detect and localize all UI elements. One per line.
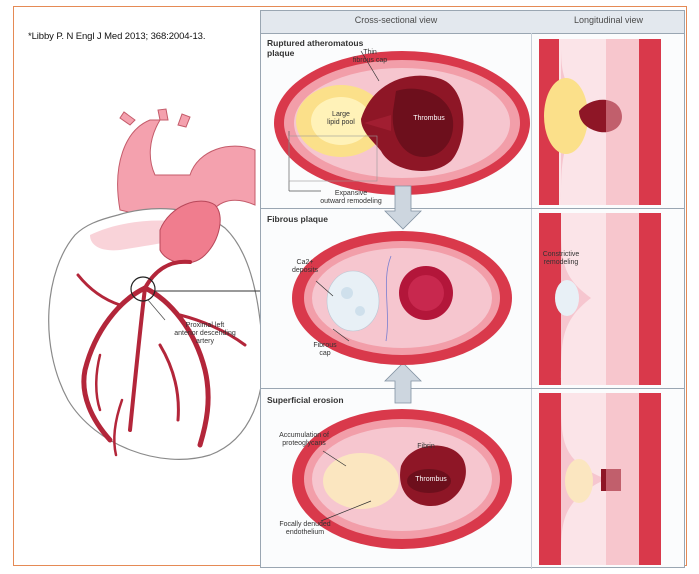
fibrous-cap-label-line1: Thin — [345, 49, 395, 57]
fibrous-cap-label-line2: fibrous cap — [345, 57, 395, 65]
erosion-title: Superficial erosion — [267, 395, 344, 405]
rupture-title-line1: Ruptured atheromatous — [267, 38, 363, 48]
fibrous-cap-label-2-line1: Fibrous — [305, 342, 345, 350]
plaque-drawings — [261, 11, 686, 569]
constrictive-label-line1: Constrictive — [531, 251, 591, 259]
lipid-pool-label-line1: Large — [313, 111, 369, 119]
rupture-thrombus-label: Thrombus — [401, 115, 457, 123]
fibrous-cap-label: Thin fibrous cap — [345, 49, 395, 65]
ca-deposits-label-line2: deposits — [285, 267, 325, 275]
ca-deposits — [327, 271, 379, 331]
denuded-label-line2: endothelium — [265, 529, 345, 537]
artery-label-line2: anterior descending — [150, 330, 260, 338]
aortic-branch-3 — [178, 114, 190, 127]
fibrous-title: Fibrous plaque — [267, 214, 328, 224]
proteoglycans-label-line1: Accumulation of — [265, 432, 343, 440]
aortic-branch — [120, 112, 135, 125]
lipid-pool-label: Large lipid pool — [313, 111, 369, 127]
lipid-pool-label-line2: lipid pool — [313, 119, 369, 127]
remodeling-label-line2: outward remodeling — [301, 198, 401, 206]
artery-label: Proximal left anterior descending artery — [150, 322, 260, 346]
fibrous-cap-label-2: Fibrous cap — [305, 342, 345, 358]
citation: *Libby P. N Engl J Med 2013; 368:2004-13… — [28, 31, 205, 42]
erosion-long-wall-r — [639, 393, 661, 565]
fibrous-cap-label-2-line2: cap — [305, 350, 345, 358]
arrow-up — [385, 363, 421, 403]
fibrin-label: Fibrin — [401, 443, 451, 451]
remodeling-label: Expansive outward remodeling — [301, 190, 401, 206]
artery-label-line3: artery — [150, 338, 260, 346]
remodeling-label-line1: Expansive — [301, 190, 401, 198]
rupture-long-wall-r — [639, 39, 661, 205]
constrictive-label: Constrictive remodeling — [531, 251, 591, 267]
denuded-label-line1: Focally denuded — [265, 521, 345, 529]
aortic-branch-2 — [158, 109, 168, 120]
proteoglycans — [323, 453, 399, 509]
erosion-long-wall-l — [539, 393, 561, 565]
proteoglycans-label: Accumulation of proteoglycans — [265, 432, 343, 448]
proteoglycans-label-line2: proteoglycans — [265, 440, 343, 448]
artery-label-line1: Proximal left — [150, 322, 260, 330]
constrictive-label-line2: remodeling — [531, 259, 591, 267]
denuded-label: Focally denuded endothelium — [265, 521, 345, 537]
erosion-thrombus-label: Thrombus — [403, 476, 459, 484]
fibrous-long-wall-r — [639, 213, 661, 385]
ca-deposits-label-line1: Ca2+ — [285, 259, 325, 267]
plaque-panel: Cross-sectional view Longitudinal view — [260, 10, 685, 568]
ca-deposits-label: Ca2+ deposits — [285, 259, 325, 275]
